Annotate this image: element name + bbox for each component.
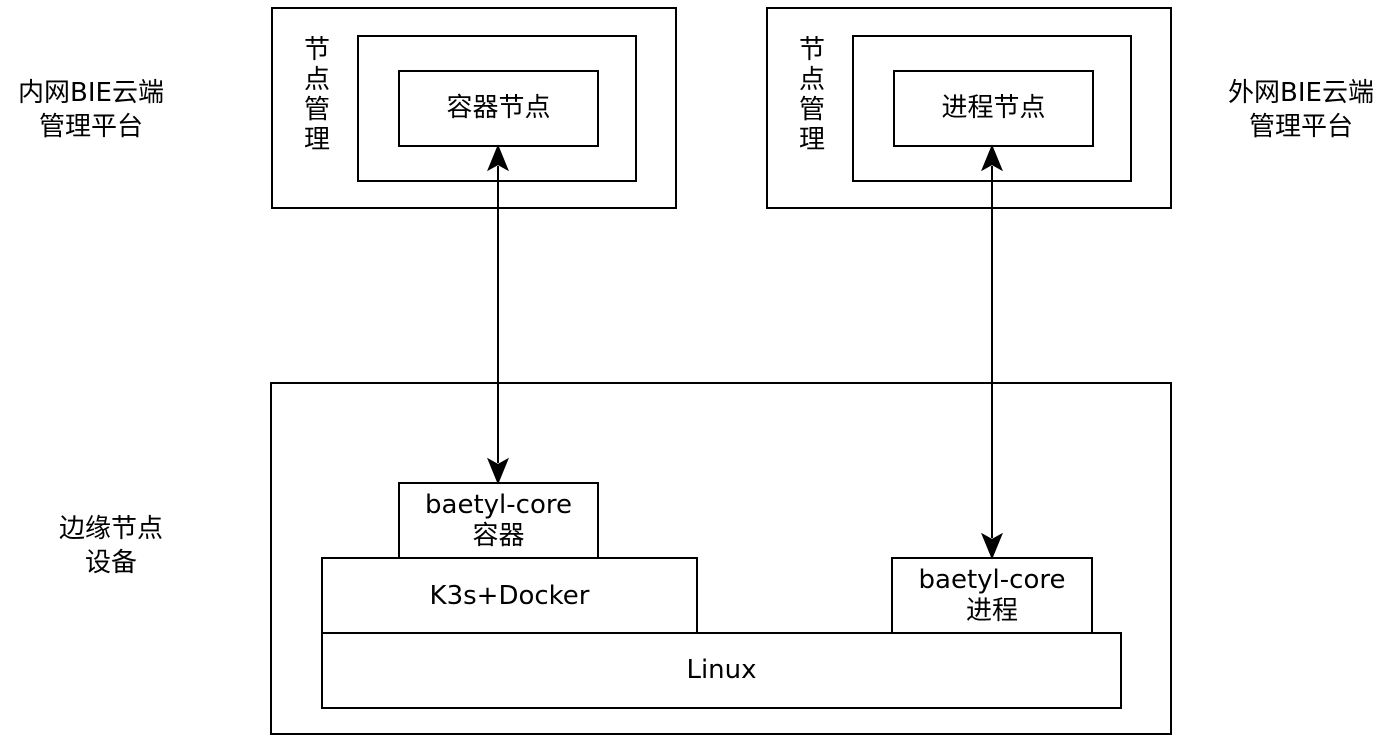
k3s-docker-box: K3s+Docker — [321, 557, 698, 635]
baetyl-core-container-box: baetyl-core 容器 — [398, 482, 599, 560]
left-node-mgmt-char-2: 点 — [303, 65, 330, 95]
left-node-mgmt-char-3: 管 — [303, 95, 330, 125]
process-sync-arrow-head-down — [980, 532, 1004, 560]
left-cloud-title-line1: 内网BIE云端 — [18, 78, 164, 108]
left-cloud-title-line2: 管理平台 — [38, 112, 143, 142]
container-sync-arrow-head-up — [486, 144, 510, 172]
process-sync-arrow-head-up — [980, 144, 1004, 172]
baetyl-core-process-line2: 进程 — [965, 596, 1018, 626]
left-node-mgmt-char-1: 节 — [303, 35, 330, 65]
edge-device-title-line1: 边缘节点 — [58, 514, 163, 544]
right-node-mgmt-char-2: 点 — [798, 65, 825, 95]
process-node-label: 进程节点 — [941, 93, 1046, 123]
linux-box: Linux — [321, 632, 1122, 709]
baetyl-core-container-line1: baetyl-core — [425, 490, 572, 520]
container-node-label: 容器节点 — [446, 93, 551, 123]
linux-label: Linux — [686, 655, 757, 685]
k3s-docker-label: K3s+Docker — [429, 580, 590, 611]
process-node-box: 进程节点 — [893, 70, 1094, 147]
right-node-mgmt-char-4: 理 — [798, 125, 825, 155]
container-sync-arrow — [486, 144, 510, 485]
container-node-box: 容器节点 — [398, 70, 599, 147]
process-sync-arrow — [980, 144, 1004, 560]
edge-device-title-line2: 设备 — [84, 548, 137, 578]
container-sync-arrow-head-down — [486, 457, 510, 485]
edge-device-title: 边缘节点 设备 — [20, 512, 202, 580]
right-cloud-title: 外网BIE云端 管理平台 — [1210, 76, 1392, 144]
baetyl-core-process-line1: baetyl-core — [918, 565, 1066, 595]
left-cloud-title: 内网BIE云端 管理平台 — [0, 76, 182, 144]
left-node-mgmt-label: 节 点 管 理 — [300, 35, 334, 155]
baetyl-core-container-line2: 容器 — [472, 521, 525, 551]
right-node-mgmt-label: 节 点 管 理 — [795, 35, 829, 155]
right-node-mgmt-char-1: 节 — [798, 35, 825, 65]
right-node-mgmt-char-3: 管 — [798, 95, 825, 125]
left-node-mgmt-char-4: 理 — [303, 125, 330, 155]
baetyl-core-process-box: baetyl-core 进程 — [891, 557, 1093, 635]
right-cloud-title-line1: 外网BIE云端 — [1228, 78, 1374, 108]
right-cloud-title-line2: 管理平台 — [1248, 112, 1353, 142]
